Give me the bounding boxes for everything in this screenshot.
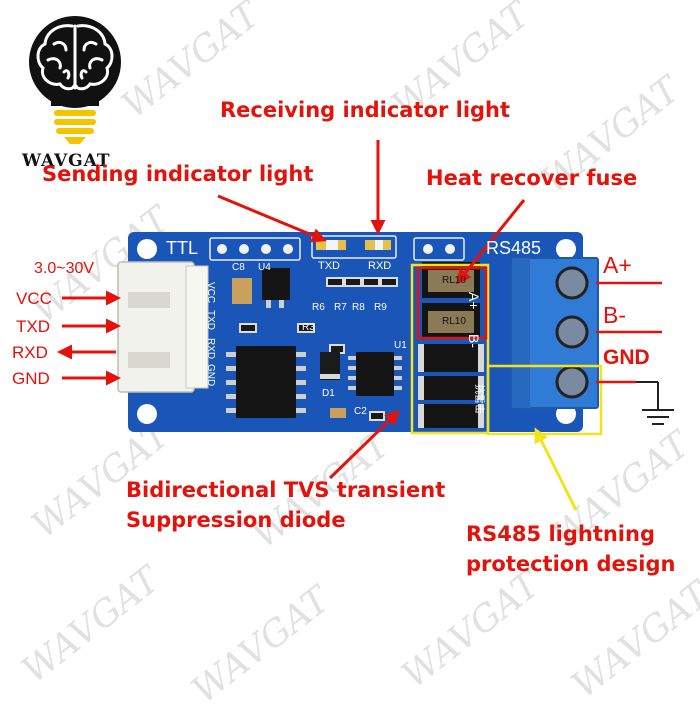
- jst-connector: [117, 261, 195, 393]
- fuse-highlight-box: [416, 266, 488, 340]
- pin-gnd-label: GND: [12, 369, 50, 388]
- pin-rxd-label: RXD: [12, 343, 48, 362]
- ground-icon: [636, 381, 674, 425]
- conn-gnd-label: GND: [205, 364, 216, 387]
- board-a-plus-label: A+: [466, 292, 482, 310]
- conn-vcc-label: VCC: [205, 282, 216, 304]
- board-c2-label: C2: [354, 406, 367, 417]
- tvs-highlight-box: [410, 263, 490, 435]
- board-r3-label: R3: [302, 322, 315, 333]
- terminal-b-label: B-: [603, 302, 626, 328]
- tvs-arrow: [328, 409, 401, 480]
- pin-vcc-label: VCC: [16, 289, 52, 308]
- ic-chip: [356, 352, 394, 396]
- voltage-range-label: 3.0~30V: [34, 260, 95, 277]
- ic-chip: [236, 346, 296, 418]
- lightning-arrow: [534, 427, 578, 511]
- board-r9-label: R9: [374, 302, 387, 313]
- fuse-arrow: [456, 199, 526, 285]
- screw-icon: [555, 266, 589, 399]
- board-r6-label: R6: [312, 302, 325, 313]
- tvs-label-line1: Bidirectional TVS transient: [126, 478, 446, 502]
- board-rxd-label: RXD: [368, 260, 392, 272]
- board-r7-label: R7: [334, 302, 347, 313]
- board-c8-label: C8: [232, 262, 245, 273]
- sending-indicator-label: Sending indicator light: [42, 162, 314, 186]
- heat-fuse-label: Heat recover fuse: [426, 166, 638, 190]
- board-txd-label: TXD: [318, 260, 340, 272]
- tvs-label-line2: Suppression diode: [126, 508, 346, 532]
- board-r8-label: R8: [352, 302, 365, 313]
- mount-hole: [556, 239, 576, 259]
- receiving-indicator-label: Receiving indicator light: [220, 98, 511, 122]
- terminal-a-label: A+: [603, 252, 632, 278]
- terminal-gnd-label: GND: [603, 346, 650, 369]
- conn-txd-label: TXD: [205, 310, 216, 330]
- fuse-marking: RL10: [442, 316, 466, 327]
- fuse-marking: RL10: [442, 275, 466, 286]
- logo-bulb-icon: [29, 16, 121, 144]
- board-d1-label: D1: [322, 388, 335, 399]
- board-ttl-label: TTL: [166, 238, 199, 258]
- board-u1-label: U1: [394, 340, 407, 351]
- board-rs485-label: RS485: [486, 238, 542, 258]
- logo-text: WAVGAT: [22, 151, 111, 171]
- board-chinese-label: 抗雷击: [473, 384, 484, 414]
- lightning-label-line1: RS485 lightning: [466, 522, 655, 546]
- mount-hole: [137, 404, 157, 424]
- pin-txd-label: TXD: [16, 317, 50, 336]
- board-b-minus-label: B-: [466, 334, 482, 348]
- conn-rxd-label: RXD: [205, 338, 216, 360]
- mount-hole: [137, 239, 157, 259]
- lightning-label-line2: protection design: [466, 552, 676, 576]
- sending-arrow: [217, 194, 327, 243]
- board-u4-label: U4: [258, 262, 271, 273]
